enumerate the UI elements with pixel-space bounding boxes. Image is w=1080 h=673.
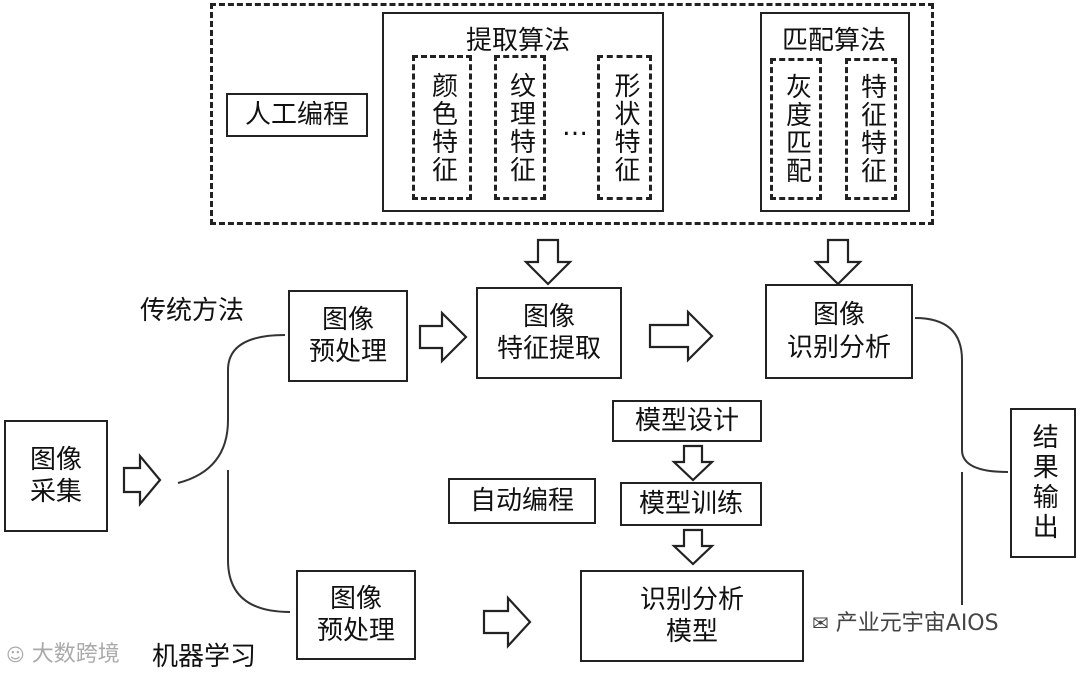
recognition-model-box: 识别分析 模型 [580,570,804,662]
feature-shape: 形状特征 [597,55,652,200]
watermark-left-text: 大数跨境 [31,642,120,667]
feature-extract-box: 图像 特征提取 [476,287,622,379]
feature-color: 颜色特征 [412,55,472,200]
watermark-left: ☺ 大数跨境 [6,636,120,668]
trad-preprocess-box: 图像 预处理 [288,290,408,382]
arrow-down-match [813,238,863,286]
merge-bracket [914,317,1009,605]
recognition-analysis-text: 图像 识别分析 [786,300,891,363]
model-training-box: 模型训练 [620,482,762,526]
arrow-down-extract [523,238,573,286]
manual-programming-label: 人工编程 [226,93,368,137]
arrow-down-design [671,444,715,482]
recognition-analysis-box: 图像 识别分析 [765,284,913,379]
ellipsis: … [562,112,588,142]
ml-preprocess-box: 图像 预处理 [296,570,416,660]
arrow-trad-1 [418,310,468,364]
result-output-box: 结果输出 [1010,408,1076,558]
wechat-icon: ✉ [812,611,829,635]
ml-preprocess-text: 图像 预处理 [316,583,395,647]
auto-programming-box: 自动编程 [448,478,596,524]
feature-extract-text: 图像 特征提取 [496,301,601,365]
arrow-capture [122,452,162,508]
match-algorithm-title: 匹配算法 [782,26,887,56]
recognition-model-text: 识别分析 模型 [639,584,744,648]
branch-bracket [177,334,291,613]
model-design-box: 模型设计 [612,400,762,442]
watermark-right: ✉ 产业元宇宙AIOS [812,605,999,637]
arrow-down-train [671,528,715,566]
arrow-trad-2 [648,309,714,363]
result-output-text: 结果输出 [1028,423,1059,543]
watermark-left-icon: ☺ [6,645,25,666]
match-gray: 灰度匹配 [770,58,822,200]
match-feature: 特征特征 [845,58,897,200]
image-capture-box: 图像 采集 [4,420,108,532]
feature-texture: 纹理特征 [494,55,546,200]
manual-programming-text: 人工编程 [244,99,349,130]
arrow-ml [482,595,532,649]
watermark-right-text: 产业元宇宙AIOS [835,611,999,636]
auto-programming-text: 自动编程 [469,485,574,516]
model-training-text: 模型训练 [638,488,743,519]
trad-preprocess-text: 图像 预处理 [308,304,387,368]
traditional-method-label: 传统方法 [140,296,245,326]
machine-learning-label: 机器学习 [152,642,257,672]
model-design-text: 模型设计 [634,405,739,436]
image-capture-text: 图像 采集 [29,444,82,508]
extract-algorithm-title: 提取算法 [466,26,571,56]
